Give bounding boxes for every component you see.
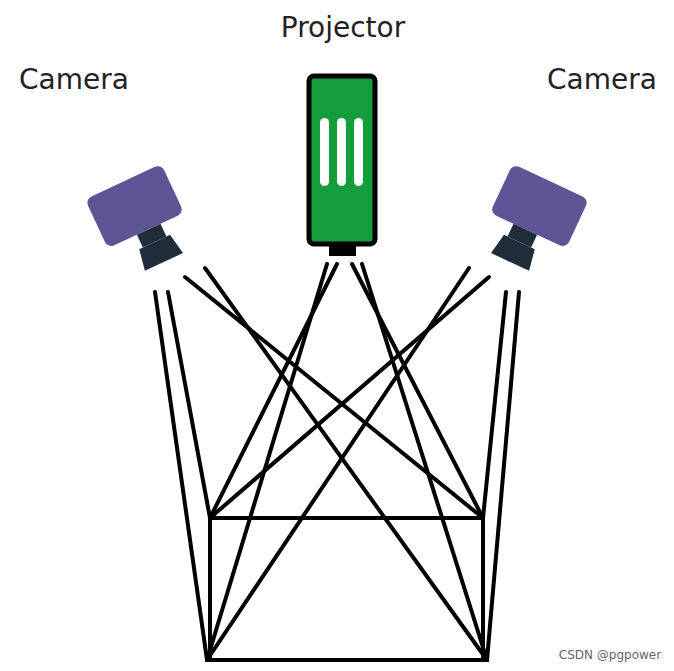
projector [309, 76, 375, 256]
device-label: Camera [19, 66, 129, 94]
device-label: Projector [281, 14, 405, 42]
camera-left [85, 164, 199, 281]
camera-right [475, 164, 589, 281]
device-label: Camera [547, 66, 657, 94]
measured-object [205, 518, 489, 660]
watermark: CSDN @pgpower [559, 649, 661, 661]
light-rays [155, 264, 519, 660]
